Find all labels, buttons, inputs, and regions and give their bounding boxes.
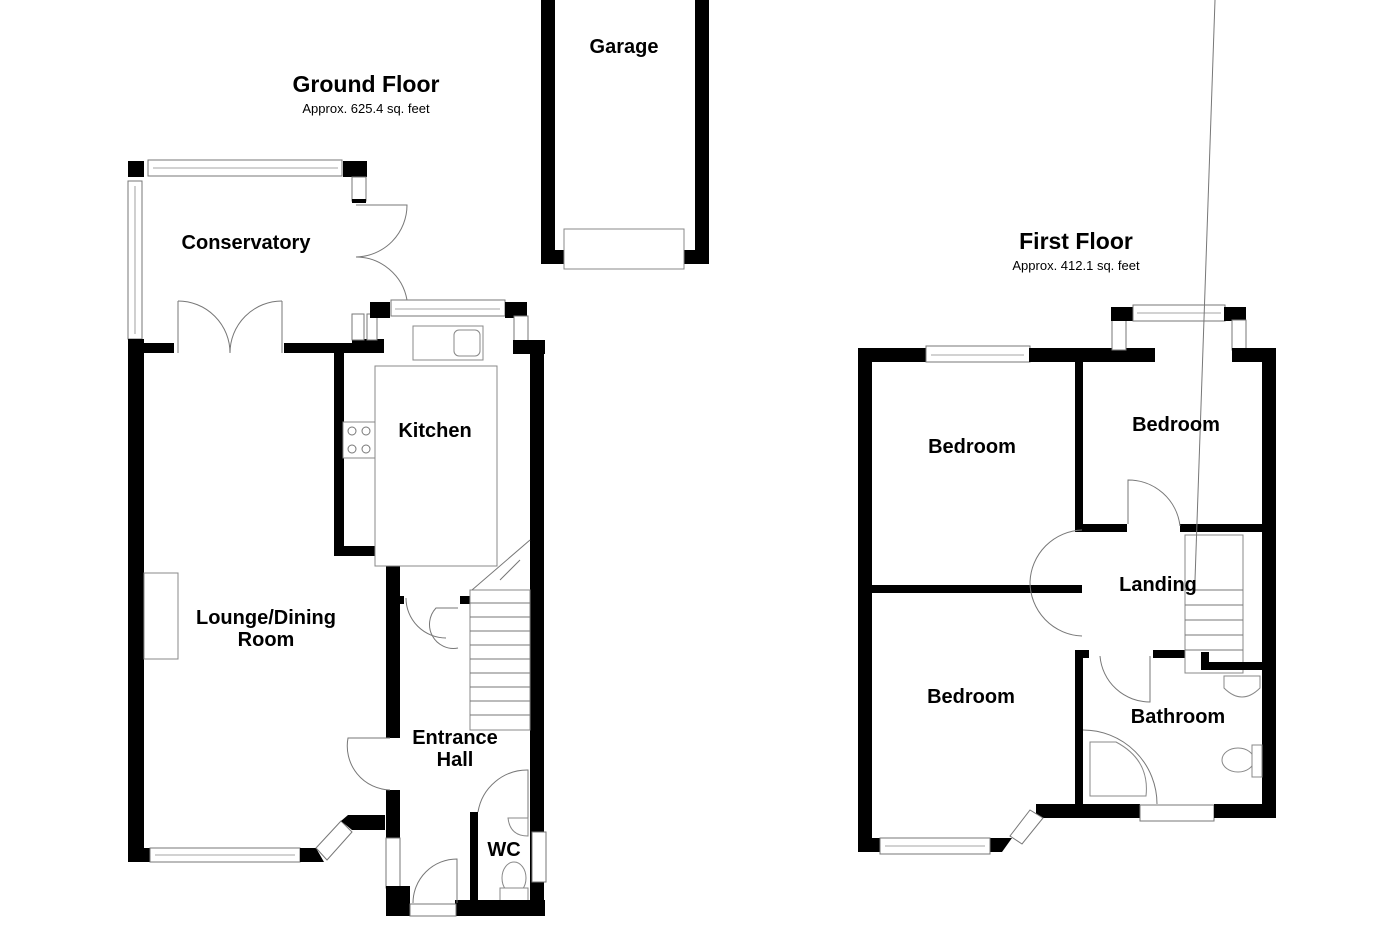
garage-walls [541,0,709,270]
ground-floor-title: Ground Floor [292,71,440,97]
room-label-conservatory: Conservatory [181,232,311,254]
lounge-label-line1: Lounge/Dining [196,607,336,629]
hall-label-line1: Entrance [412,727,498,749]
hall-label-line2: Hall [436,749,474,771]
conservatory-walls [127,159,408,354]
first-floor-area: Approx. 412.1 sq. feet [1012,258,1140,273]
room-label-landing: Landing [1119,574,1197,596]
room-label-bathroom: Bathroom [1130,706,1226,728]
room-label-bedroom-1: Bedroom [928,436,1016,458]
kitchen-walls [334,299,545,915]
room-label-kitchen: Kitchen [398,420,472,442]
first-floor-walls [858,0,1276,855]
room-label-lounge: Lounge/Dining Room [176,607,356,651]
hall-walls [385,539,547,917]
room-label-garage: Garage [589,36,659,58]
ground-floor-area: Approx. 625.4 sq. feet [302,101,430,116]
first-floor-title: First Floor [1019,228,1133,254]
room-label-entrance-hall: Entrance Hall [400,727,510,771]
room-label-bedroom-2: Bedroom [1132,414,1220,436]
room-label-wc: WC [487,839,521,861]
room-label-bedroom-3: Bedroom [927,686,1015,708]
lounge-walls [128,339,400,863]
lounge-label-line2: Room [237,629,295,651]
